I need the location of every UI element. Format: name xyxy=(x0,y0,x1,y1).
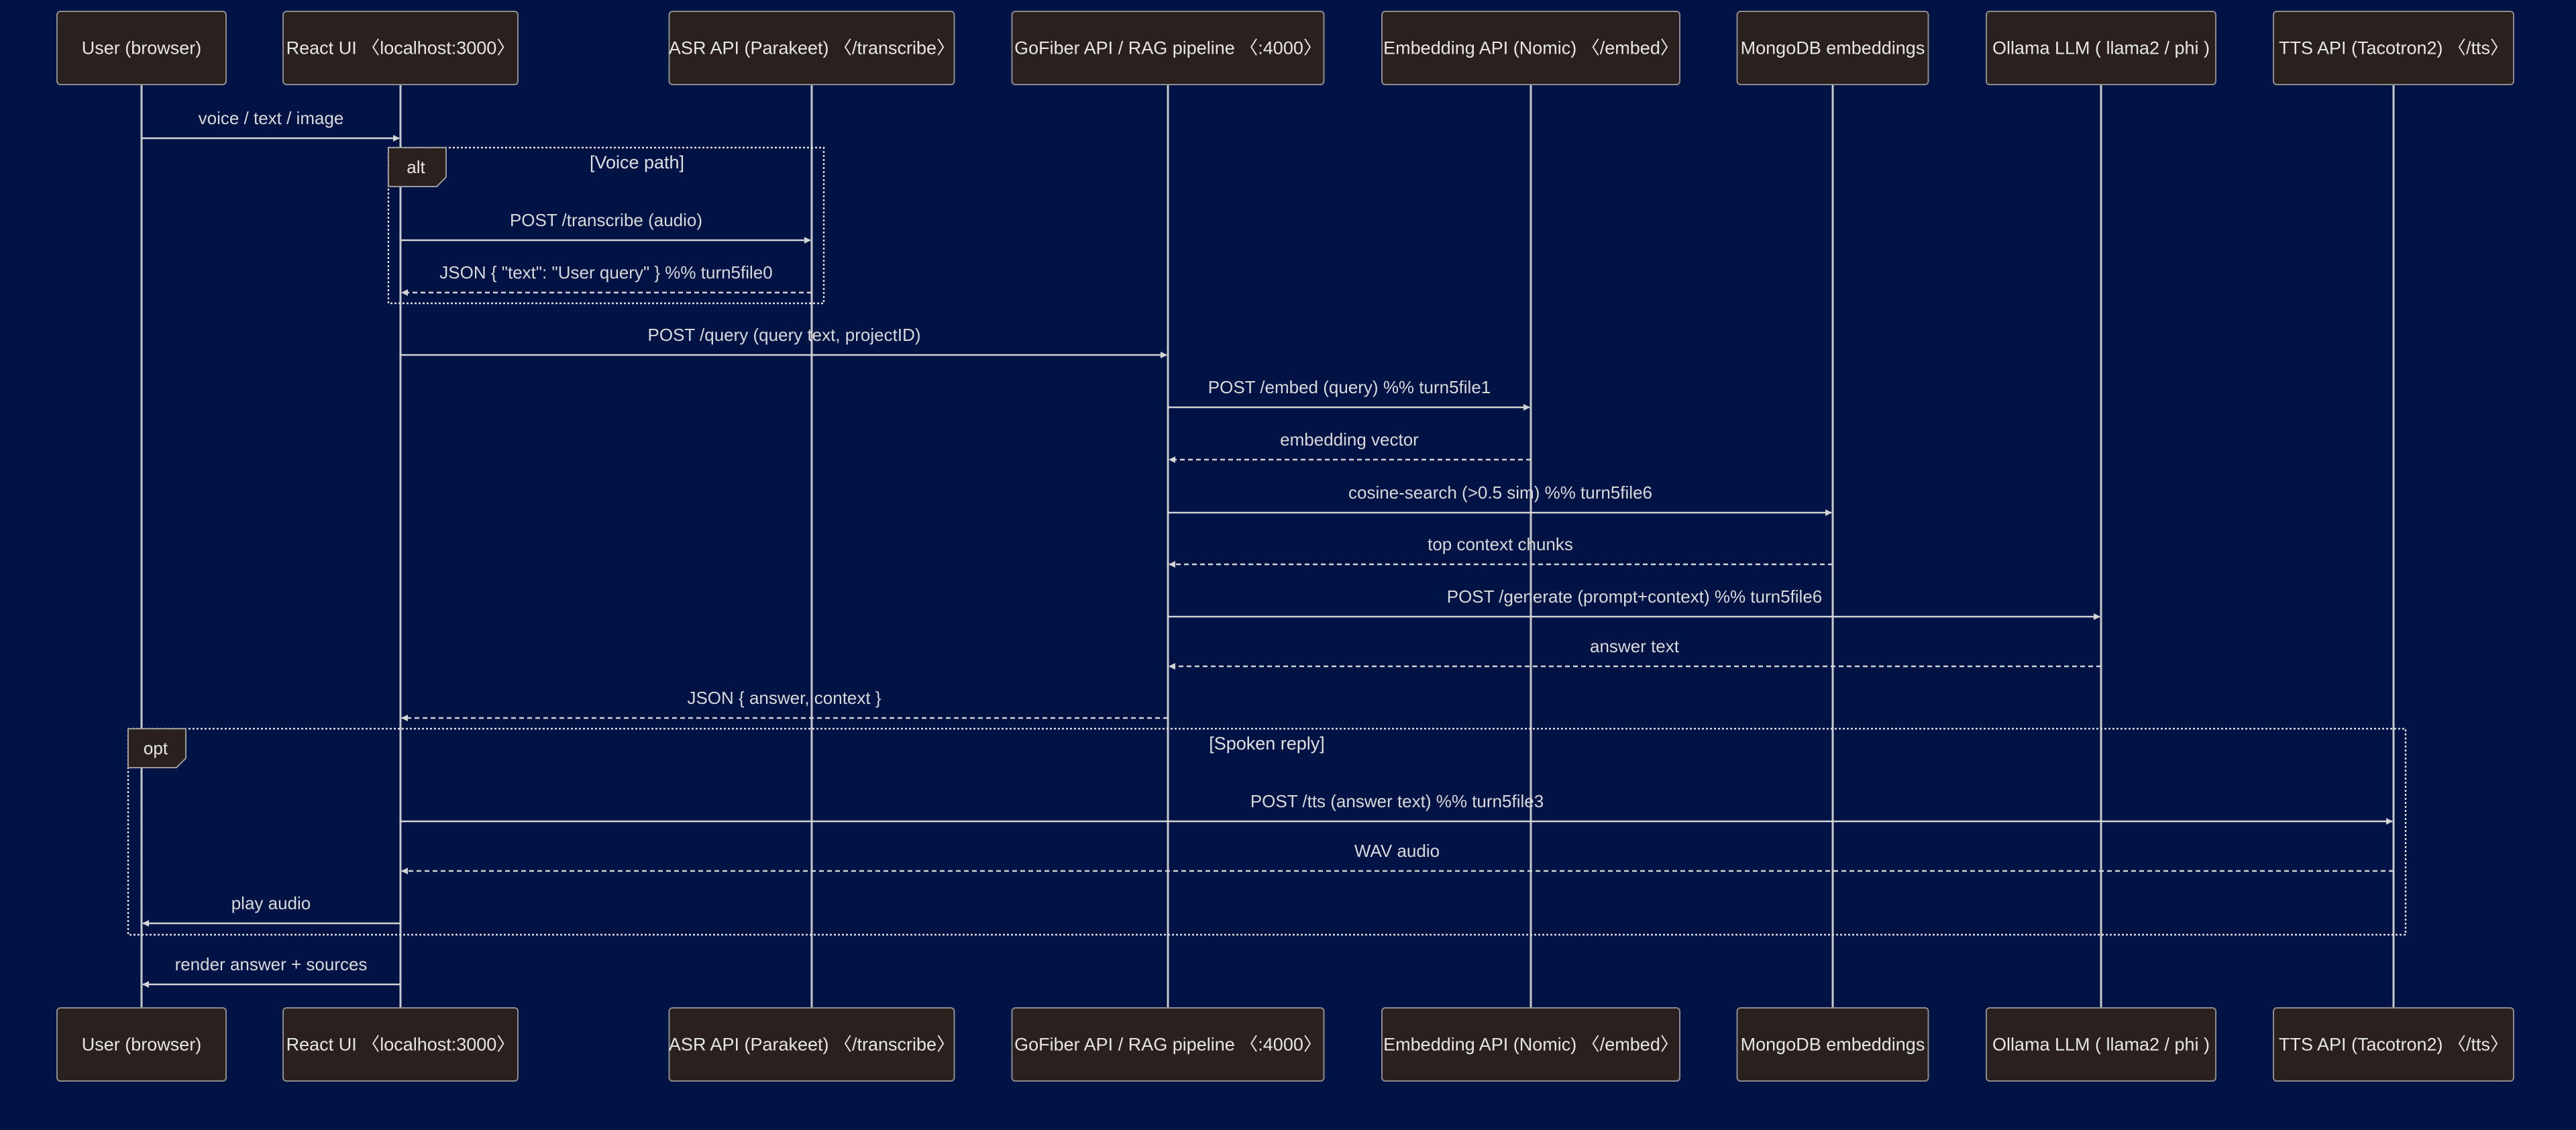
message-label: POST /tts (answer text) %% turn5file3 xyxy=(1250,791,1544,811)
actor-box xyxy=(1381,1007,1680,1082)
message-12: POST /tts (answer text) %% turn5file3 xyxy=(400,791,2393,825)
message-label: POST /query (query text, projectID) xyxy=(648,325,921,345)
actor-box xyxy=(1736,1007,1929,1082)
actor-embed-bottom: Embedding API (Nomic) 〈/embed〉 xyxy=(1381,1007,1680,1082)
actor-tts-top: TTS API (Tacotron2) 〈/tts〉 xyxy=(2273,11,2514,85)
message-13: WAV audio xyxy=(401,841,2394,874)
fragment-opt-tag: opt [Spoken reply] xyxy=(127,728,1325,768)
message-11: JSON { answer, context } xyxy=(401,688,1168,721)
message-label: top context chunks xyxy=(1428,534,1573,554)
actor-asr-bottom: ASR API (Parakeet) 〈/transcribe〉 xyxy=(668,1007,955,1082)
actor-box xyxy=(2273,11,2514,85)
actor-label: Embedding API (Nomic) 〈/embed〉 xyxy=(1383,38,1678,58)
message-6: embedding vector xyxy=(1169,429,1531,463)
actor-label: GoFiber API / RAG pipeline 〈:4000〉 xyxy=(1014,1035,1322,1055)
actor-box xyxy=(2273,1007,2514,1082)
fragment-alt-frame xyxy=(387,146,825,305)
actor-ollama-bottom: Ollama LLM ( llama2 / phi ) xyxy=(1986,1007,2216,1082)
actor-box xyxy=(1011,11,1325,85)
message-label: cosine-search (>0.5 sim) %% turn5file6 xyxy=(1348,482,1652,503)
fragment-alt-tag: alt [Voice path] xyxy=(388,147,684,187)
message-label: POST /embed (query) %% turn5file1 xyxy=(1208,377,1491,397)
message-10: answer text xyxy=(1169,636,2101,670)
actor-label: MongoDB embeddings xyxy=(1741,1035,1925,1055)
actor-label: TTS API (Tacotron2) 〈/tts〉 xyxy=(2279,38,2508,58)
actor-box xyxy=(668,11,955,85)
message-label: JSON { answer, context } xyxy=(687,688,881,708)
message-14: play audio xyxy=(142,893,400,927)
message-5: POST /embed (query) %% turn5file1 xyxy=(1168,377,1530,411)
message-3: JSON { "text": "User query" } %% turn5fi… xyxy=(401,262,812,296)
actor-label: ASR API (Parakeet) 〈/transcribe〉 xyxy=(669,38,955,58)
message-15: render answer + sources xyxy=(142,954,400,988)
actor-label: Ollama LLM ( llama2 / phi ) xyxy=(1992,38,2210,58)
actor-embed-top: Embedding API (Nomic) 〈/embed〉 xyxy=(1381,11,1680,85)
message-9: POST /generate (prompt+context) %% turn5… xyxy=(1168,586,2100,620)
actor-label: ASR API (Parakeet) 〈/transcribe〉 xyxy=(669,1035,955,1055)
message-label: answer text xyxy=(1590,636,1680,656)
actor-box xyxy=(1986,11,2216,85)
actor-gofiber-bottom: GoFiber API / RAG pipeline 〈:4000〉 xyxy=(1011,1007,1325,1082)
actor-box xyxy=(668,1007,955,1082)
actor-user-bottom: User (browser) xyxy=(56,1007,227,1082)
message-label: render answer + sources xyxy=(175,954,368,974)
fragment-tab xyxy=(127,728,186,768)
actor-label: User (browser) xyxy=(82,38,202,58)
actor-gofiber-top: GoFiber API / RAG pipeline 〈:4000〉 xyxy=(1011,11,1325,85)
actor-react-top: React UI 〈localhost:3000〉 xyxy=(282,11,519,85)
message-label: POST /generate (prompt+context) %% turn5… xyxy=(1447,586,1823,607)
actor-box xyxy=(1011,1007,1325,1082)
fragment-condition: [Spoken reply] xyxy=(1209,733,1325,754)
message-label: JSON { "text": "User query" } %% turn5fi… xyxy=(439,262,772,282)
actor-box xyxy=(1381,11,1680,85)
fragment-tab xyxy=(388,147,447,187)
actor-asr-top: ASR API (Parakeet) 〈/transcribe〉 xyxy=(668,11,955,85)
actor-box xyxy=(282,1007,519,1082)
actor-label: React UI 〈localhost:3000〉 xyxy=(286,1035,515,1055)
actor-tts-bottom: TTS API (Tacotron2) 〈/tts〉 xyxy=(2273,1007,2514,1082)
actor-box xyxy=(56,1007,227,1082)
actor-mongo-bottom: MongoDB embeddings xyxy=(1736,1007,1929,1082)
actor-box xyxy=(1736,11,1929,85)
actor-label: React UI 〈localhost:3000〉 xyxy=(286,38,515,58)
message-label: POST /transcribe (audio) xyxy=(510,210,702,230)
message-label: WAV audio xyxy=(1354,841,1440,861)
message-4: POST /query (query text, projectID) xyxy=(400,325,1167,358)
actor-ollama-top: Ollama LLM ( llama2 / phi ) xyxy=(1986,11,2216,85)
actor-box xyxy=(282,11,519,85)
fragment-condition: [Voice path] xyxy=(590,152,684,172)
message-8: top context chunks xyxy=(1169,534,1833,568)
fragment-keyword: opt xyxy=(144,738,168,758)
actor-label: Embedding API (Nomic) 〈/embed〉 xyxy=(1383,1035,1678,1055)
actor-label: GoFiber API / RAG pipeline 〈:4000〉 xyxy=(1014,38,1322,58)
actor-box xyxy=(1986,1007,2216,1082)
actor-label: Ollama LLM ( llama2 / phi ) xyxy=(1992,1035,2210,1055)
message-label: embedding vector xyxy=(1280,429,1419,450)
message-1: voice / text / image xyxy=(142,108,400,142)
message-label: play audio xyxy=(231,893,311,913)
actor-react-bottom: React UI 〈localhost:3000〉 xyxy=(282,1007,519,1082)
actor-user-top: User (browser) xyxy=(56,11,227,85)
actor-label: User (browser) xyxy=(82,1035,202,1055)
actor-label: MongoDB embeddings xyxy=(1741,38,1925,58)
fragment-opt-frame xyxy=(127,727,2407,936)
message-label: voice / text / image xyxy=(199,108,344,128)
actor-mongo-top: MongoDB embeddings xyxy=(1736,11,1929,85)
actor-label: TTS API (Tacotron2) 〈/tts〉 xyxy=(2279,1035,2508,1055)
message-7: cosine-search (>0.5 sim) %% turn5file6 xyxy=(1168,482,1832,516)
actor-box xyxy=(56,11,227,85)
fragment-keyword: alt xyxy=(407,157,425,177)
message-2: POST /transcribe (audio) xyxy=(400,210,811,244)
